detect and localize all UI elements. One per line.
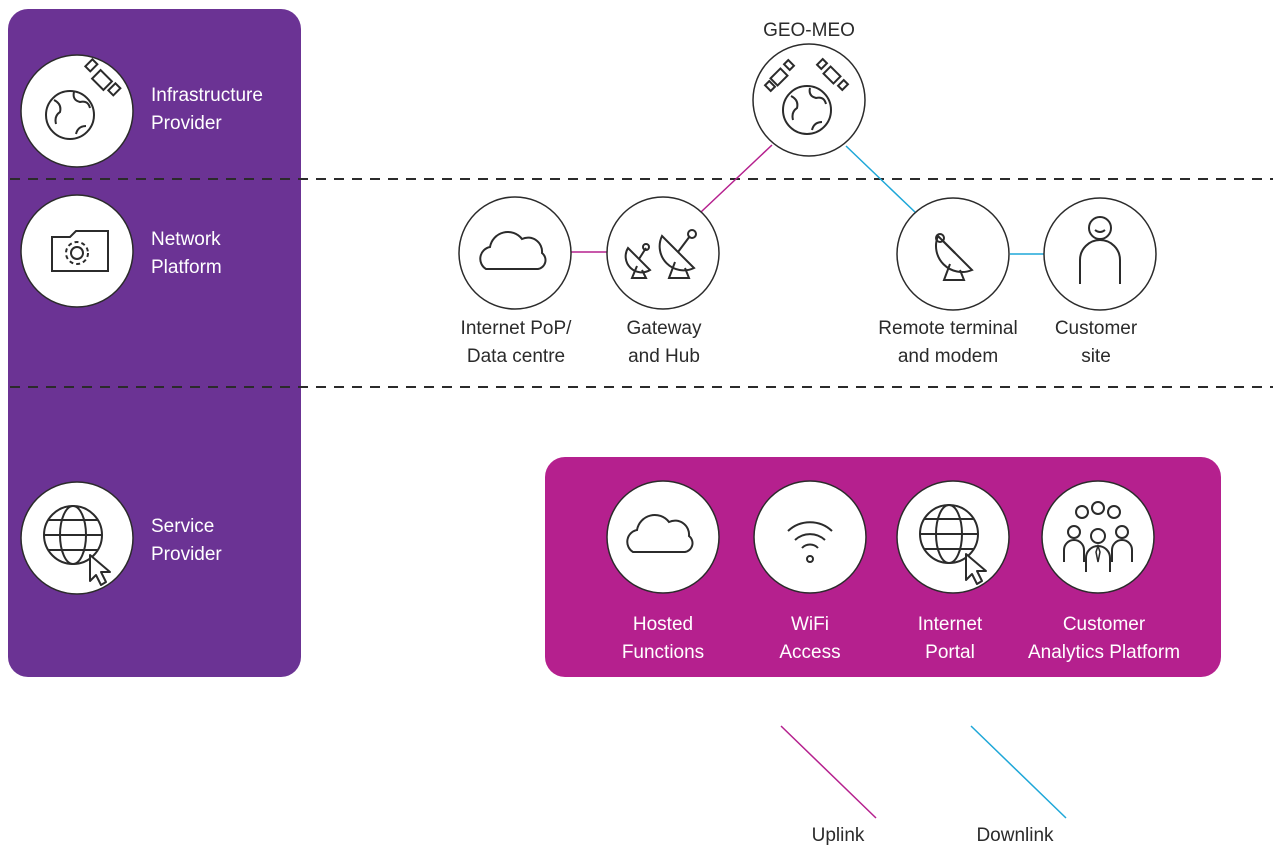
service-provider-label: Service Provider xyxy=(151,513,222,569)
globe-cursor-icon xyxy=(20,481,134,595)
infrastructure-provider-label: Infrastructure Provider xyxy=(151,82,263,138)
service-label-line1: Hosted xyxy=(632,614,694,635)
satellite-dishes-icon xyxy=(606,196,720,310)
service-label-line2: Access xyxy=(779,642,841,663)
gateway-line1: Gateway xyxy=(626,318,702,339)
service-label-line2: Analytics Platform xyxy=(1027,642,1181,663)
uplink-legend-line xyxy=(780,725,877,819)
service-label-line2: Portal xyxy=(925,642,975,663)
service-label-line2: Functions xyxy=(621,642,705,663)
service-provider-line1: Service xyxy=(151,516,215,537)
uplink-legend-label: Uplink xyxy=(811,825,865,846)
customer-site-line2: site xyxy=(1081,346,1111,367)
globe-cursor-icon xyxy=(896,480,1010,594)
service-label-hosted-functions: Hosted Functions xyxy=(622,611,704,667)
satellite-dish-icon xyxy=(896,197,1010,311)
network-platform-line2: Platform xyxy=(151,257,222,278)
uplink-connection-gateway-satellite xyxy=(700,144,773,213)
internet-pop-label: Internet PoP/ Data centre xyxy=(461,315,572,371)
satellites-globe-icon xyxy=(752,43,866,157)
wifi-icon xyxy=(753,480,867,594)
remote-terminal-line1: Remote terminal xyxy=(878,318,1018,339)
internet-pop-line1: Internet PoP/ xyxy=(460,318,572,339)
downlink-legend-line xyxy=(970,725,1067,819)
service-label-line1: Customer xyxy=(1062,614,1146,635)
infrastructure-provider-line2: Provider xyxy=(151,113,222,134)
geo-meo-label: GEO-MEO xyxy=(763,20,855,41)
gateway-label: Gateway and Hub xyxy=(627,315,702,371)
service-label-wifi-access: WiFi Access xyxy=(779,611,840,667)
infrastructure-provider-line1: Infrastructure xyxy=(151,85,263,106)
customer-site-label: Customer site xyxy=(1055,315,1137,371)
gateway-line2: and Hub xyxy=(628,346,700,367)
service-label-internet-portal: Internet Portal xyxy=(918,611,982,667)
person-icon xyxy=(1043,197,1157,311)
cloud-icon xyxy=(606,480,720,594)
folder-gear-icon xyxy=(20,194,134,308)
service-label-line1: Internet xyxy=(917,614,983,635)
remote-terminal-label: Remote terminal and modem xyxy=(878,315,1017,371)
network-platform-label: Network Platform xyxy=(151,226,222,282)
internet-pop-line2: Data centre xyxy=(466,346,566,367)
remote-terminal-line2: and modem xyxy=(897,346,999,367)
downlink-legend-label: Downlink xyxy=(976,825,1054,846)
people-group-icon xyxy=(1041,480,1155,594)
cloud-icon xyxy=(458,196,572,310)
service-provider-line2: Provider xyxy=(151,544,222,565)
customer-site-line1: Customer xyxy=(1054,318,1138,339)
globe-satellite-icon xyxy=(20,54,134,168)
network-platform-line1: Network xyxy=(151,229,221,250)
downlink-connection-satellite-terminal xyxy=(845,145,917,214)
service-label-line1: WiFi xyxy=(791,614,829,635)
service-label-customer-analytics: Customer Analytics Platform xyxy=(1028,611,1180,667)
